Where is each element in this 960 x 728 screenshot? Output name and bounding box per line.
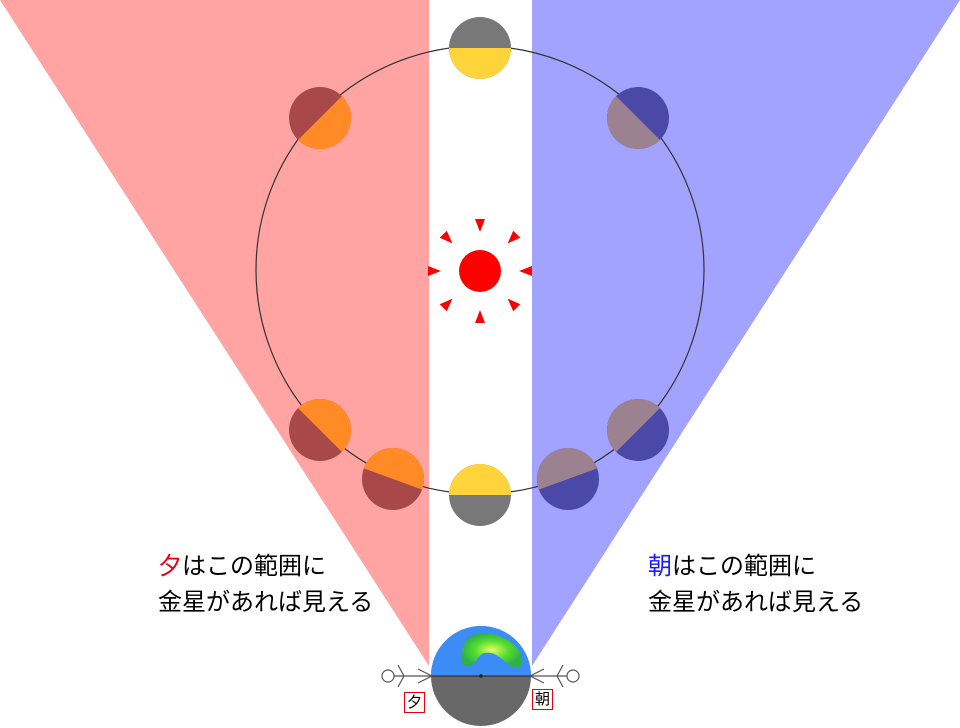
venus-upper-right: [607, 87, 669, 149]
morning-caption-line1-rest: はこの範囲に: [672, 552, 816, 580]
morning-visibility-caption: 朝はこの範囲に 金星があれば見える: [648, 548, 863, 620]
evening-caption-line1: 夕はこの範囲に: [158, 548, 373, 584]
earth-landmass: [461, 632, 523, 668]
morning-caption-line2: 金星があれば見える: [648, 588, 864, 616]
venus-bottom: [449, 464, 511, 526]
venus-top: [449, 17, 511, 79]
venus-lower-left: [289, 399, 351, 461]
morning-observer-tag: 朝: [532, 689, 554, 710]
evening-observer-tag: 夕: [404, 692, 426, 713]
sun-icon: [428, 219, 532, 323]
morning-observer-icon: [529, 664, 580, 688]
evening-visibility-zone: [0, 0, 429, 666]
evening-visibility-caption: 夕はこの範囲に 金星があれば見える: [158, 548, 373, 620]
venus-lower-right: [607, 399, 669, 462]
evening-caption-line1-rest: はこの範囲に: [182, 552, 326, 580]
evening-caption-line2: 金星があれば見える: [158, 588, 374, 616]
venus-bottom-left: [362, 448, 424, 510]
morning-caption-highlight: 朝: [648, 552, 672, 580]
evening-observer-icon: [381, 664, 433, 688]
earth: [431, 626, 531, 726]
evening-caption-highlight: 夕: [158, 552, 182, 580]
venus-upper-left: [289, 87, 351, 149]
morning-caption-line1: 朝はこの範囲に: [648, 548, 863, 584]
morning-visibility-zone: [532, 0, 960, 666]
venus-bottom-right: [537, 448, 599, 510]
